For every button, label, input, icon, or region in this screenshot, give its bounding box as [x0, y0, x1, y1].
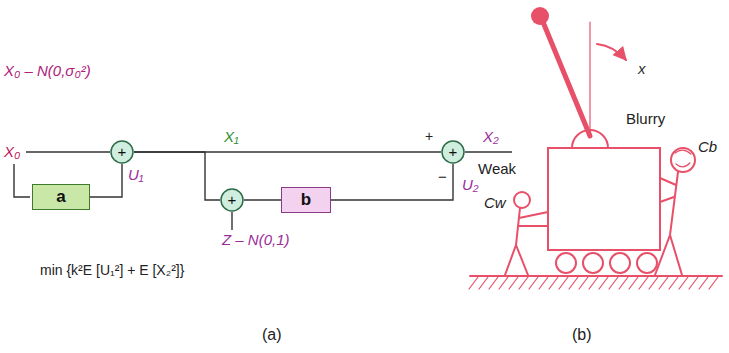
angle-arrow — [597, 44, 626, 60]
sum-sign: + — [118, 144, 127, 161]
gain-box: a — [32, 184, 90, 210]
noise-wire — [231, 212, 232, 230]
summing-junction: + — [110, 140, 134, 164]
signal-name: U₁ — [128, 166, 144, 183]
signal-name: X₁ — [224, 128, 239, 145]
blurry-controller-figure — [655, 148, 695, 275]
controller-name: Weak — [478, 160, 516, 177]
vertical-reference — [589, 22, 590, 136]
controller-symbol: Cw — [484, 194, 506, 211]
panel-tag: (b) — [572, 326, 592, 344]
signal-connector — [90, 164, 122, 197]
signal-connector — [134, 152, 220, 200]
weak-controller-figure — [505, 192, 548, 275]
signal-name: X₂ — [483, 128, 499, 145]
angle-name: x — [638, 60, 646, 77]
output-wire — [465, 151, 512, 152]
controller-name: Blurry — [626, 110, 665, 127]
summing-junction: + — [441, 140, 465, 164]
gain-label: b — [301, 191, 311, 210]
sum-sign: + — [449, 144, 458, 161]
distribution-note: Z – N(0,1) — [222, 231, 290, 248]
sign-mark: − — [438, 168, 447, 185]
sum-sign: + — [228, 192, 237, 209]
sign-mark: + — [425, 128, 433, 144]
gain-box: b — [281, 187, 331, 213]
signal-wires — [14, 152, 512, 230]
wheel — [556, 253, 576, 273]
wheel — [637, 253, 657, 273]
ground-hatching — [469, 277, 718, 289]
pole — [543, 22, 590, 136]
pole-mass — [531, 7, 549, 25]
signal-connector — [244, 199, 281, 200]
controller-symbol: Cb — [698, 138, 717, 155]
cart-body — [548, 148, 660, 250]
input-wire — [26, 151, 110, 152]
input-branch-wire — [14, 164, 30, 197]
wheel — [610, 253, 630, 273]
signal-connector — [331, 164, 453, 200]
pivot-dome — [572, 130, 608, 148]
distribution-note: X₀ – N(0,σ₀²) — [4, 62, 91, 79]
cart-pole-drawing — [469, 7, 722, 289]
signal-name: U₂ — [462, 176, 479, 193]
signal-name: X₀ — [4, 143, 20, 160]
wheel — [583, 253, 603, 273]
gain-label: a — [56, 188, 65, 207]
panel-tag: (a) — [262, 326, 282, 344]
summing-junction: + — [220, 188, 244, 212]
cost-formula: min {k²E [U₁²] + E [X₂²]} — [40, 262, 184, 278]
